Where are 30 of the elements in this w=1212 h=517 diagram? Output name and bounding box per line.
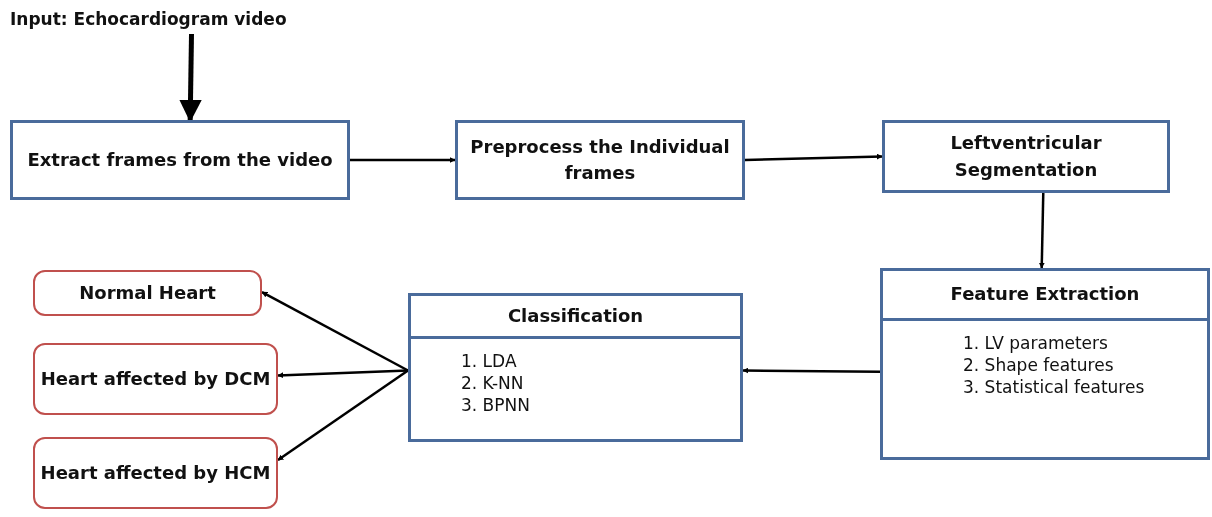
box-label: Leftventricular Segmentation [949, 131, 1103, 182]
box-label: Extract frames from the video [27, 147, 333, 172]
arrow [744, 153, 883, 162]
arrow [277, 369, 409, 462]
box-label: Heart affected by DCM [40, 366, 271, 391]
outcome-box [33, 437, 278, 509]
box-heading: Classification [507, 303, 644, 328]
arrow [277, 369, 409, 379]
process-box [882, 120, 1170, 193]
process-box [10, 120, 350, 200]
arrow [742, 367, 880, 374]
outcome-box [33, 343, 278, 415]
process-box [408, 293, 743, 442]
list-item: 3. BPNN [461, 395, 530, 415]
process-box [880, 268, 1210, 460]
outcome-box [33, 270, 262, 316]
box-label: Preprocess the Individual frames [469, 134, 731, 185]
arrow [261, 290, 409, 372]
list-item: 1. LV parameters [963, 333, 1108, 353]
list-item: 1. LDA [461, 351, 517, 371]
list-item: 2. K-NN [461, 373, 524, 393]
box-label: Normal Heart [79, 280, 216, 305]
box-label: Heart affected by HCM [40, 460, 271, 485]
list-item: 2. Shape features [963, 355, 1114, 375]
list-item: 3. Statistical features [963, 377, 1145, 397]
box-heading: Feature Extraction [950, 282, 1140, 307]
arrow [350, 157, 456, 163]
process-box [455, 120, 745, 200]
input-label: Input: Echocardiogram video [10, 7, 287, 31]
arrow [1038, 192, 1045, 269]
